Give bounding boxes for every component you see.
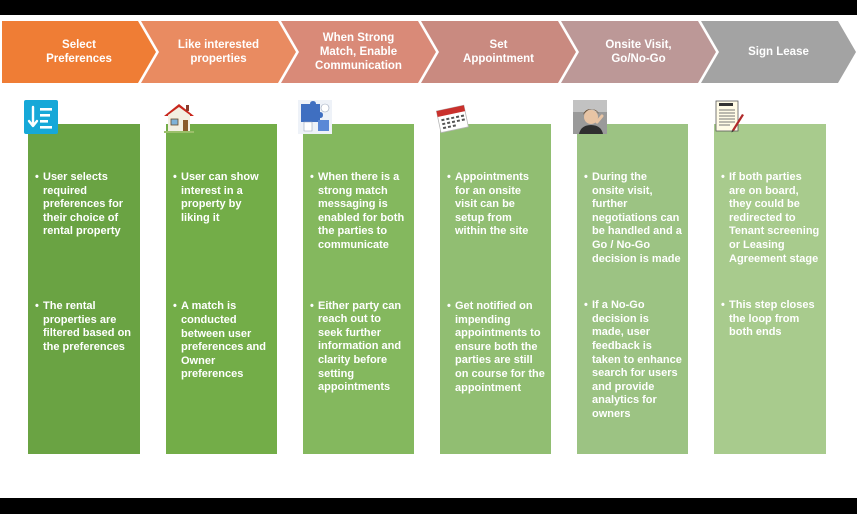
calendar-icon xyxy=(435,100,469,134)
step-4-bullet-1: Appointments for an onsite visit can be … xyxy=(447,171,545,239)
step-1-chevron: Select Preferences xyxy=(2,21,156,83)
step-4-card: Appointments for an onsite visit can be … xyxy=(440,124,551,454)
step-5-bullet-2: If a No-Go decision is made, user feedba… xyxy=(584,299,682,421)
step-3-bullet-1: When there is a strong match messaging i… xyxy=(310,171,408,253)
step-1-bullet-1: User selects required preferences for th… xyxy=(35,171,134,239)
step-2-bullet-1: User can show interest in a property by … xyxy=(173,171,271,225)
step-5-card: During the onsite visit, further negotia… xyxy=(577,124,688,454)
step-3-chevron: When Strong Match, Enable Communication xyxy=(281,21,436,83)
top-letterbox-bar xyxy=(0,0,857,15)
bottom-letterbox-bar xyxy=(0,498,857,514)
step-2-card: User can show interest in a property by … xyxy=(166,124,277,454)
step-3-title: When Strong Match, Enable Communication xyxy=(315,32,402,72)
step-4-title: Set Appointment xyxy=(463,39,534,65)
step-5-title: Onsite Visit, Go/No-Go xyxy=(605,39,672,65)
step-3-bullet-2: Either party can reach out to seek furth… xyxy=(310,300,408,395)
step-3-card: When there is a strong match messaging i… xyxy=(303,124,414,454)
step-4-chevron: Set Appointment xyxy=(421,21,576,83)
step-5-bullet-1: During the onsite visit, further negotia… xyxy=(584,171,682,266)
step-4-bullet-2: Get notified on impending appointments t… xyxy=(447,300,545,395)
step-6-bullet-1: If both parties are on board, they could… xyxy=(721,171,820,266)
step-6-title: Sign Lease xyxy=(748,46,809,58)
step-2-chevron: Like interested properties xyxy=(141,21,296,83)
step-6-chevron: Sign Lease xyxy=(701,21,856,83)
step-1-title: Select Preferences xyxy=(46,39,112,65)
step-1-bullet-2: The rental properties are filtered based… xyxy=(35,300,134,354)
puzzle-icon xyxy=(298,100,332,134)
sort-list-icon xyxy=(24,100,58,134)
lease-document-icon xyxy=(712,100,746,134)
step-2-title: Like interested properties xyxy=(177,39,260,65)
step-6-bullet-2: This step closes the loop from both ends xyxy=(721,299,820,340)
thinking-person-icon xyxy=(573,100,607,134)
step-2-bullet-2: A match is conducted between user prefer… xyxy=(173,300,271,382)
step-5-chevron: Onsite Visit, Go/No-Go xyxy=(561,21,716,83)
step-6-card: If both parties are on board, they could… xyxy=(714,124,826,454)
house-icon xyxy=(162,100,196,134)
step-1-card: User selects required preferences for th… xyxy=(28,124,140,454)
